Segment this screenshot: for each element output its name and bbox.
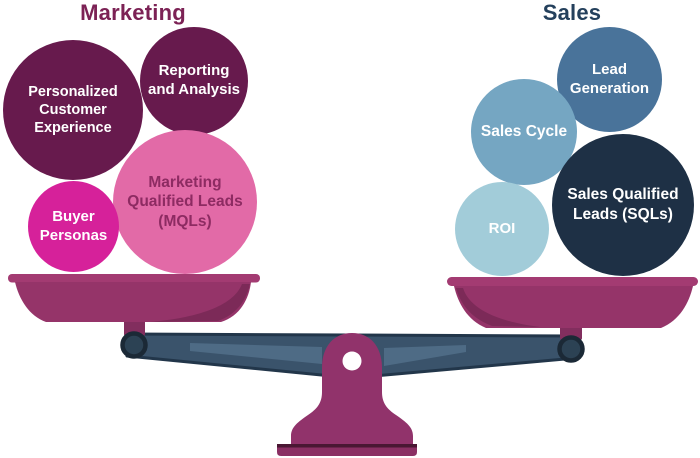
left-pan-bowl	[15, 282, 251, 322]
bubble-line: Leads (SQLs)	[573, 206, 673, 223]
bubble-line: ROI	[488, 219, 516, 237]
bubble-label: Reporting and Analysis	[148, 62, 240, 100]
bubble-label: Sales Cycle	[481, 122, 567, 142]
scale-base-line	[277, 444, 417, 448]
bubble-line: Generation	[569, 79, 650, 97]
bubble-line: Personas	[39, 226, 108, 244]
scale-beam-highlight-right	[384, 345, 466, 366]
bubble-label: Marketing Qualified Leads (MQLs)	[127, 173, 242, 232]
right-pivot	[557, 335, 585, 363]
bubble-label: ROI	[489, 220, 516, 239]
bubble-marketing-qualified-leads: Marketing Qualified Leads (MQLs)	[113, 130, 257, 274]
bubble-label: Sales Qualified Leads (SQLs)	[567, 185, 678, 224]
left-pan-bar	[8, 274, 260, 283]
sales-title: Sales	[542, 0, 602, 25]
bubble-label: Personalized Customer Experience	[28, 83, 117, 138]
left-pan-shadow	[150, 284, 250, 322]
bubble-sales-qualified-leads: Sales Qualified Leads (SQLs)	[552, 134, 694, 276]
scale-pedestal	[291, 333, 413, 444]
right-pan-bowl	[454, 286, 693, 328]
bubble-line: Sales Cycle	[480, 123, 568, 141]
bubble-line: Qualified Leads	[127, 193, 243, 211]
bubble-line: Marketing	[148, 173, 222, 191]
right-pan	[447, 277, 698, 363]
bubble-label: Buyer Personas	[40, 208, 108, 246]
bubble-line: Sales Qualified	[567, 186, 679, 204]
scale-beam-highlight-left	[190, 343, 322, 364]
bubble-line: Lead	[591, 60, 627, 78]
bubble-line: Experience	[34, 120, 112, 137]
bubble-line: Buyer	[52, 207, 95, 225]
bubble-sales-cycle: Sales Cycle	[471, 79, 577, 185]
bubble-line: Personalized	[28, 83, 118, 100]
bubble-reporting-and-analysis: Reporting and Analysis	[140, 27, 248, 135]
marketing-title: Marketing	[80, 0, 186, 25]
bubble-line: Customer	[39, 101, 107, 118]
right-pan-shadow	[456, 288, 540, 327]
scale-pedestal-hole	[342, 351, 362, 371]
left-pan	[8, 274, 260, 359]
bubble-lead-generation: Lead Generation	[557, 27, 662, 132]
bubble-personalized-customer-experience: Personalized Customer Experience	[3, 40, 143, 180]
bubble-line: and Analysis	[148, 81, 240, 98]
bubble-line: Reporting	[158, 62, 230, 80]
bubble-label: Lead Generation	[570, 61, 649, 99]
bubble-roi: ROI	[455, 182, 549, 276]
scale-base	[277, 447, 417, 456]
right-pan-bar	[447, 277, 698, 286]
left-pan-stem	[124, 318, 145, 336]
bubble-line: (MQLs)	[158, 212, 212, 230]
bubble-buyer-personas: Buyer Personas	[28, 181, 119, 272]
left-pivot	[120, 331, 148, 359]
